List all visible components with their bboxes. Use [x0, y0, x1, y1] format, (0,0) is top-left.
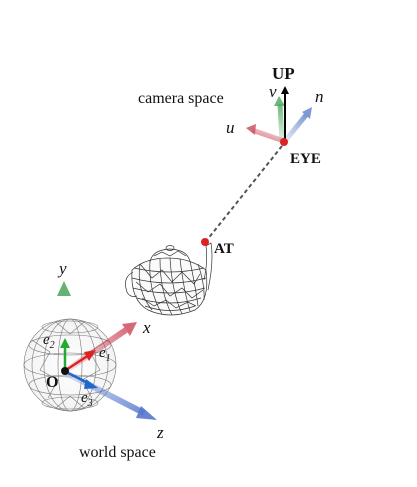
e2-label: e2: [43, 332, 55, 351]
u-axis: [246, 124, 285, 144]
e3-label: e3: [81, 390, 93, 409]
eye-point: [280, 138, 288, 146]
camera-space-label: camera space: [138, 90, 224, 107]
x-label: x: [142, 318, 151, 337]
eye-label: EYE: [290, 151, 321, 167]
world-space-label: world space: [79, 444, 156, 461]
u-label: u: [226, 118, 235, 137]
origin-point: [61, 367, 69, 375]
v-label: v: [269, 82, 277, 101]
n-label: n: [315, 87, 324, 106]
e1-label: e1: [99, 345, 111, 364]
camera-frame: [246, 86, 312, 146]
sightline: [206, 145, 283, 241]
at-label: AT: [214, 241, 234, 257]
z-label: z: [156, 423, 164, 442]
y-label: y: [57, 259, 67, 278]
up-label: UP: [272, 64, 295, 83]
n-axis: [283, 107, 312, 143]
e2-vector: [60, 338, 70, 370]
teapot-wireframe-icon: [125, 242, 213, 316]
v-axis: [274, 96, 285, 142]
e3-vector: [65, 370, 98, 389]
origin-label: O: [46, 374, 58, 391]
e1-vector: [65, 350, 96, 372]
at-point: [201, 238, 209, 246]
